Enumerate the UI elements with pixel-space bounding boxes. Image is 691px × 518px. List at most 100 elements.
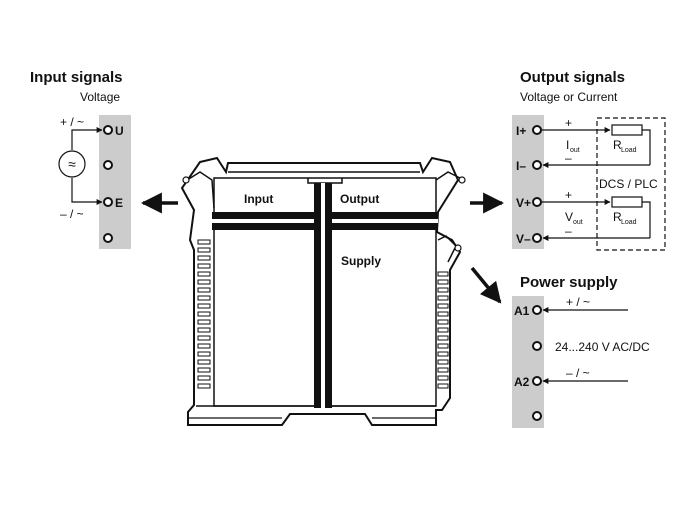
vent-slot bbox=[437, 351, 449, 357]
vent-slot bbox=[197, 359, 211, 365]
vent-slot bbox=[437, 303, 449, 309]
current-load-return bbox=[642, 129, 651, 165]
input-terminal-e-label: E bbox=[115, 196, 123, 210]
input-terminal-2 bbox=[103, 160, 113, 170]
v-out-label: V bbox=[565, 210, 573, 224]
power-terminal-a2-label: A2 bbox=[514, 375, 530, 389]
power-supply-title: Power supply bbox=[520, 274, 618, 291]
vent-slot bbox=[437, 335, 449, 341]
vent-slot bbox=[437, 367, 449, 373]
device-supply-label: Supply bbox=[341, 254, 381, 268]
i-out-label: I bbox=[566, 138, 569, 152]
power-polarity-bottom: – / ~ bbox=[566, 366, 590, 380]
vent-slot bbox=[197, 287, 211, 293]
voltage-plus-sign: + bbox=[565, 188, 572, 202]
vent-slot bbox=[437, 383, 449, 389]
vent-slot bbox=[197, 255, 211, 261]
voltage-load-r-label: R bbox=[613, 210, 622, 224]
output-terminal-vplus bbox=[532, 197, 542, 207]
power-terminal-2 bbox=[532, 341, 542, 351]
vent-slot bbox=[197, 343, 211, 349]
power-terminal-block bbox=[512, 296, 544, 428]
vent-slot bbox=[437, 343, 449, 349]
vent-slot bbox=[197, 279, 211, 285]
vent-slot bbox=[197, 367, 211, 373]
device-output-label: Output bbox=[340, 192, 379, 206]
dcs-plc-box bbox=[596, 117, 666, 251]
right-lower-screw-icon bbox=[454, 244, 462, 252]
vent-slot bbox=[197, 271, 211, 277]
current-load-subscript: Load bbox=[621, 147, 637, 154]
vent-slot bbox=[197, 303, 211, 309]
vent-slot bbox=[197, 247, 211, 253]
current-load-resistor bbox=[611, 124, 643, 136]
voltage-load-resistor bbox=[611, 196, 643, 208]
device-input-label: Input bbox=[244, 192, 273, 206]
arrow-to-power bbox=[470, 266, 502, 304]
output-terminal-iminus bbox=[532, 160, 542, 170]
current-load-r-label: R bbox=[613, 138, 622, 152]
input-wire-bottom bbox=[71, 178, 103, 205]
output-terminal-vplus-label: V+ bbox=[516, 196, 531, 210]
isolation-cross bbox=[212, 183, 438, 408]
left-screw-icon bbox=[182, 176, 190, 184]
vent-slot bbox=[437, 375, 449, 381]
vent-slot bbox=[197, 335, 211, 341]
voltage-load-return bbox=[642, 201, 651, 238]
input-terminal-4 bbox=[103, 233, 113, 243]
vent-slot bbox=[197, 295, 211, 301]
output-terminal-vminus-label: V– bbox=[516, 232, 531, 246]
input-signals-subtitle: Voltage bbox=[80, 90, 120, 104]
left-vent-slots bbox=[197, 239, 211, 389]
current-plus-sign: + bbox=[565, 116, 572, 130]
output-signals-title: Output signals bbox=[520, 69, 625, 86]
power-voltage-range: 24...240 V AC/DC bbox=[555, 340, 650, 354]
input-section: Input signals Voltage U E ≈ + / ~ – / ~ bbox=[30, 69, 131, 249]
input-wire-top bbox=[71, 127, 103, 150]
right-screw-icon bbox=[458, 176, 466, 184]
input-terminal-block bbox=[99, 115, 131, 249]
input-terminal-u-label: U bbox=[115, 124, 124, 138]
vent-slot bbox=[197, 327, 211, 333]
vent-slot bbox=[197, 383, 211, 389]
input-polarity-top: + / ~ bbox=[60, 115, 84, 129]
vent-slot bbox=[437, 295, 449, 301]
device-left-shoulder bbox=[183, 171, 215, 209]
output-terminal-iminus-label: I– bbox=[516, 159, 526, 173]
output-terminal-block bbox=[512, 115, 544, 249]
power-section: Power supply A1 A2 + / ~ – / ~ 24...240 … bbox=[512, 274, 650, 428]
vent-slot bbox=[197, 351, 211, 357]
output-terminal-iplus bbox=[532, 125, 542, 135]
power-polarity-top: + / ~ bbox=[566, 295, 590, 309]
i-out-subscript: out bbox=[570, 147, 580, 154]
right-vent-slots bbox=[437, 271, 449, 389]
vent-slot bbox=[197, 311, 211, 317]
vent-slot bbox=[437, 279, 449, 285]
input-polarity-bottom: – / ~ bbox=[60, 207, 84, 221]
vent-slot bbox=[437, 319, 449, 325]
power-terminal-4 bbox=[532, 411, 542, 421]
vent-slot bbox=[437, 359, 449, 365]
vent-slot bbox=[437, 287, 449, 293]
output-terminal-vminus bbox=[532, 233, 542, 243]
vent-slot bbox=[437, 271, 449, 277]
output-signals-subtitle: Voltage or Current bbox=[520, 90, 618, 104]
vent-slot bbox=[437, 311, 449, 317]
input-terminal-e bbox=[103, 197, 113, 207]
output-terminal-iplus-label: I+ bbox=[516, 124, 526, 138]
vent-slot bbox=[197, 263, 211, 269]
output-section: Output signals Voltage or Current I+ I– … bbox=[512, 69, 666, 251]
v-out-subscript: out bbox=[573, 219, 583, 226]
power-terminal-a1 bbox=[532, 305, 542, 315]
input-signals-title: Input signals bbox=[30, 69, 123, 86]
device-right-lower-shoulder bbox=[437, 235, 457, 263]
cross-vertical-gap bbox=[321, 183, 325, 408]
input-terminal-u bbox=[103, 125, 113, 135]
vent-slot bbox=[197, 375, 211, 381]
dcs-plc-label: DCS / PLC bbox=[599, 177, 658, 191]
current-minus-sign: – bbox=[565, 151, 572, 165]
ac-source-symbol: ≈ bbox=[68, 156, 76, 172]
vent-slot bbox=[197, 239, 211, 245]
device-right-shoulder bbox=[435, 171, 461, 181]
